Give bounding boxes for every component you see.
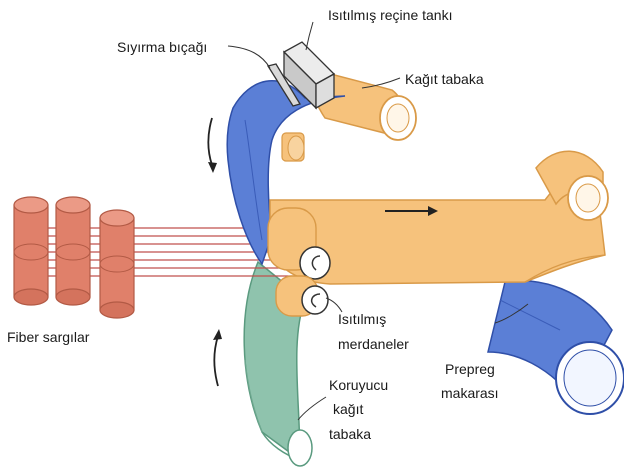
prepreg-roll-label-2: makarası (441, 385, 499, 401)
fiber-spool-2 (56, 197, 90, 305)
fiber-spools-label: Fiber sargılar (7, 329, 90, 345)
heated-rollers-label-2: merdaneler (338, 336, 409, 352)
heated-rollers-label-1: Isıtılmış (338, 311, 386, 327)
prepreg-roll (488, 281, 624, 414)
prepreg-roll-label-1: Prepreg (445, 361, 495, 377)
fiber-spool-1 (14, 197, 48, 305)
protective-sheet-label-1: Koruyucu (329, 377, 388, 393)
fiber-spool-3 (100, 210, 134, 318)
paper-sheet-top-label: Kağıt tabaka (405, 71, 484, 87)
arrow-down-icon (208, 118, 217, 173)
resin-tank-label: Isıtılmış reçine tankı (328, 7, 452, 23)
guide-roller (282, 133, 304, 161)
protective-sheet-label-2: kağıt (333, 401, 363, 417)
fiber-spools (14, 197, 134, 318)
arrow-up-icon (213, 329, 222, 386)
protective-sheet-label-3: tabaka (329, 426, 371, 442)
doctor-blade-label: Sıyırma bıçağı (117, 39, 207, 55)
